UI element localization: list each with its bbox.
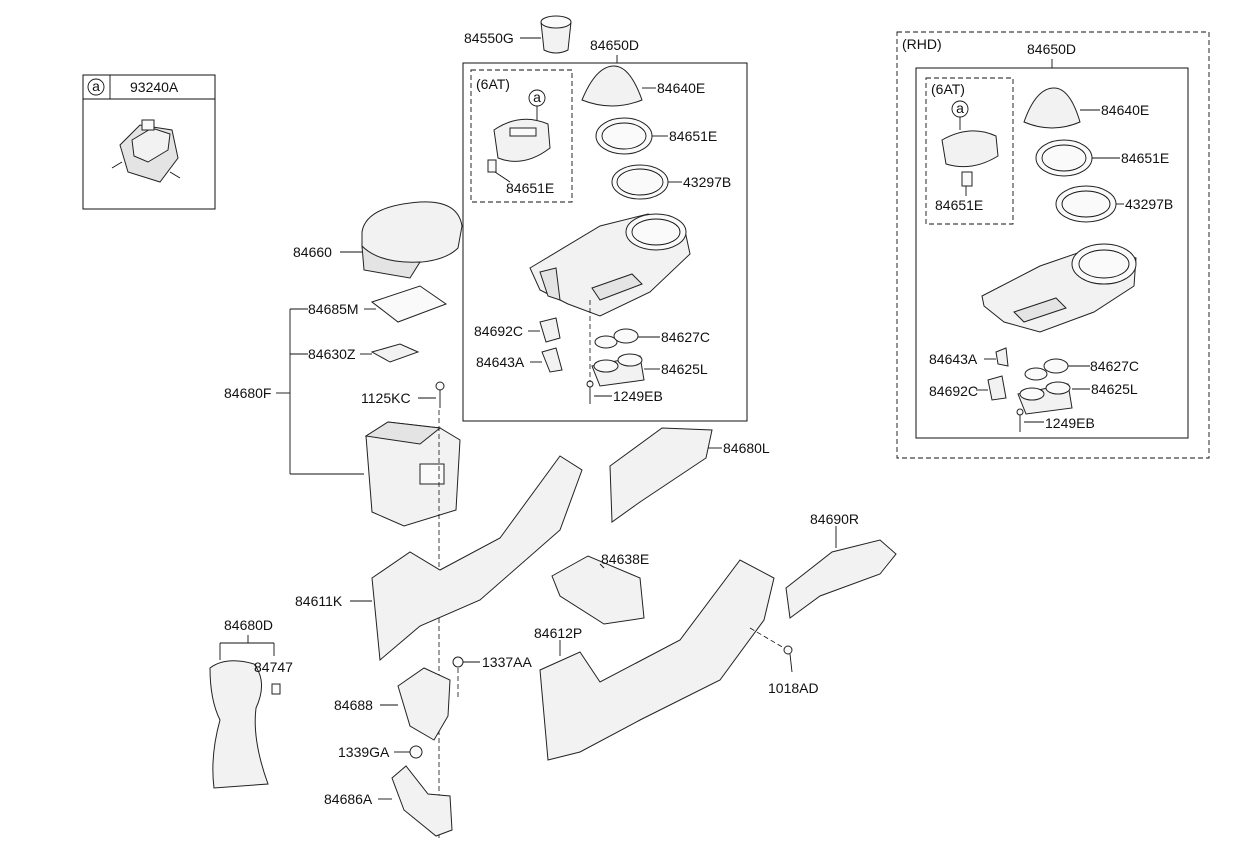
shift-panel-icon <box>529 213 691 317</box>
label-1125KC: 1125KC <box>361 390 411 406</box>
console-box-icon <box>364 421 461 527</box>
cup-holder-84625L-icon <box>591 353 645 387</box>
shift-boot-icon <box>581 65 643 107</box>
label-84643A-lhd: 84643A <box>476 354 525 370</box>
rhd-shift-panel-icon <box>981 243 1137 333</box>
nut-1337AA: 1337AA <box>452 654 532 700</box>
label-84685M: 84685M <box>308 301 359 317</box>
label-84612P: 84612P <box>534 625 582 641</box>
rhd-shift-boot-icon <box>1023 87 1081 129</box>
label-84640E-lhd: 84640E <box>657 80 705 96</box>
label-84611K: 84611K <box>295 593 343 609</box>
label-6AT-lhd: (6AT) <box>476 76 510 92</box>
label-84651E-lhd: 84651E <box>669 128 717 144</box>
label-84650D-rhd: 84650D <box>1027 41 1076 57</box>
label-84680L: 84680L <box>723 440 770 456</box>
label-84625L-rhd: 84625L <box>1091 381 1138 397</box>
label-84680F: 84680F <box>224 385 271 401</box>
label-84747: 84747 <box>254 659 293 675</box>
label-1337AA: 1337AA <box>482 654 532 670</box>
label-84640E-rhd: 84640E <box>1101 102 1149 118</box>
bracket-84638E: 84638E <box>551 551 649 625</box>
nut-1339GA: 1339GA <box>338 744 423 760</box>
armrest-84660: 84660 <box>293 201 463 279</box>
shift-indicator-icon <box>487 118 551 173</box>
ref-key-rhd: a <box>956 100 964 116</box>
label-84650D-lhd: 84650D <box>590 37 639 53</box>
bracket-84688: 84688 <box>334 667 451 741</box>
rhd-cup-holder-icon <box>1017 381 1073 415</box>
label-93240A: 93240A <box>130 79 179 95</box>
label-1249EB-rhd: 1249EB <box>1045 415 1095 431</box>
ref-key-lhd: a <box>533 89 541 105</box>
tray-84630Z-icon <box>370 343 420 363</box>
clip-84643A-icon <box>541 347 563 373</box>
label-84627C-rhd: 84627C <box>1090 358 1139 374</box>
label-1339GA: 1339GA <box>338 744 390 760</box>
console-84612P: 84612P <box>534 559 775 761</box>
panel-84611K: 84611K <box>295 455 583 662</box>
clip-84692C-icon <box>539 317 561 343</box>
label-84651E-rhd: 84651E <box>1121 150 1169 166</box>
rhd-clip-84643A-icon <box>995 347 1009 367</box>
rhd-shift-indicator-icon <box>941 130 999 168</box>
panel-84690R: 84690R <box>785 511 897 619</box>
pad-84685M-icon <box>370 285 448 323</box>
label-43297B-lhd: 43297B <box>683 174 731 190</box>
label-84625L-lhd: 84625L <box>661 361 708 377</box>
label-84627C-lhd: 84627C <box>661 329 710 345</box>
label-43297B-rhd: 43297B <box>1125 196 1173 212</box>
lhd-console-box: 84650D (6AT) a 84651E 84640E 84651E 4329… <box>462 37 748 422</box>
rhd-console-box: (RHD) 84650D (6AT) a 84651E 84640E 84651… <box>896 31 1210 459</box>
screw-1125KC: 1125KC <box>361 381 445 408</box>
label-84692C-rhd: 84692C <box>929 383 978 399</box>
label-RHD: (RHD) <box>902 36 942 52</box>
label-1018AD: 1018AD <box>768 680 819 696</box>
label-84660: 84660 <box>293 244 332 260</box>
label-84692C-lhd: 84692C <box>474 323 523 339</box>
label-6AT-rhd: (6AT) <box>931 81 965 97</box>
label-84638E: 84638E <box>601 551 649 567</box>
label-84550G: 84550G <box>464 30 514 46</box>
label-84643A-rhd: 84643A <box>929 351 978 367</box>
switch-unit-icon <box>111 119 181 183</box>
ref-key-label: a <box>92 78 100 94</box>
cup-84550G: 84550G <box>464 15 572 54</box>
bracket-84680F: 84680F <box>224 308 364 475</box>
knee-pad-84680D: 84680D 84747 <box>209 617 293 789</box>
label-84680D: 84680D <box>224 617 273 633</box>
ring-43297B-icon <box>611 164 669 200</box>
label-84630Z: 84630Z <box>308 346 356 362</box>
label-84690R: 84690R <box>810 511 859 527</box>
label-84651E-lhd-inner: 84651E <box>506 180 554 196</box>
label-1249EB-lhd: 1249EB <box>613 388 663 404</box>
label-84651E-rhd-inner: 84651E <box>935 197 983 213</box>
label-84686A: 84686A <box>324 791 373 807</box>
bracket-84686A: 84686A <box>324 765 453 837</box>
reference-box: a 93240A <box>82 74 216 210</box>
panel-84680L: 84680L <box>609 427 770 523</box>
label-84688: 84688 <box>334 697 373 713</box>
screw-1018AD: 1018AD <box>749 627 819 696</box>
rhd-clip-84692C-icon <box>987 375 1007 401</box>
